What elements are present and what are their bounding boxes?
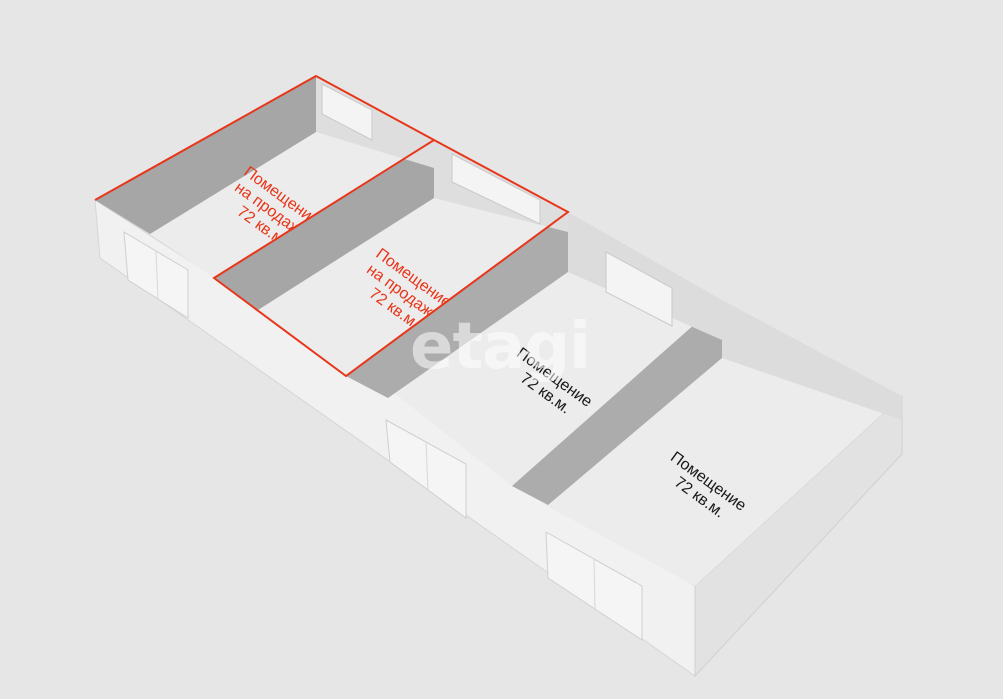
room-1-back-wall bbox=[95, 76, 316, 234]
garage-door-1-seam bbox=[155, 250, 159, 300]
garage-door-2-seam bbox=[425, 441, 429, 491]
window-room-2 bbox=[451, 153, 541, 225]
garage-door-3-seam bbox=[593, 558, 596, 610]
right-exterior-wall bbox=[694, 394, 903, 678]
room-3-back-wall bbox=[346, 212, 568, 398]
door-room-3-rear bbox=[605, 251, 673, 327]
room-2-back-wall bbox=[214, 140, 434, 310]
window-room-1 bbox=[321, 83, 373, 141]
room-1-sale-outline bbox=[94, 74, 435, 201]
watermark: etagi bbox=[410, 310, 590, 384]
garage-door-2 bbox=[385, 419, 467, 519]
garage-door-3 bbox=[545, 531, 643, 641]
room-2-sale-outline bbox=[212, 138, 570, 378]
room-4-back-wall bbox=[512, 300, 722, 505]
room-4-rear-wall bbox=[722, 300, 902, 420]
garage-door-1 bbox=[123, 231, 189, 319]
